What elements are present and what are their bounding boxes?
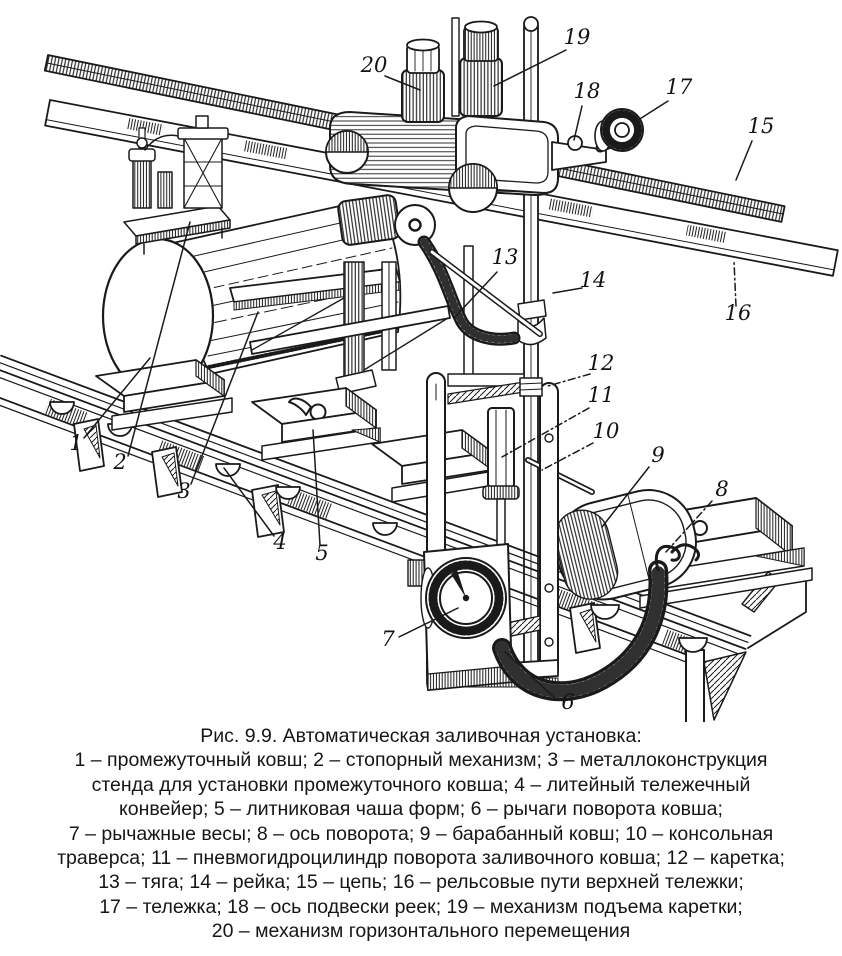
callout-number-3: 3 (177, 479, 190, 503)
callout-leader-7 (398, 607, 459, 638)
pivot-axis-hook (654, 543, 701, 572)
caption-line: траверса; 11 – пневмогидроцилиндр поворо… (57, 847, 785, 870)
callout-leader-13 (453, 271, 498, 319)
callout-leader-5 (312, 429, 321, 546)
callout-leader-15 (735, 140, 753, 181)
pulley-and-tie (337, 194, 543, 346)
callout-number-12: 12 (588, 351, 615, 375)
upper-trolley (325, 108, 644, 213)
caption-line: конвейер; 5 – литниковая чаша форм; 6 – … (119, 798, 723, 821)
trolley-wheel (594, 108, 644, 152)
callout-number-4: 4 (272, 530, 286, 554)
callout-number-10: 10 (593, 419, 620, 443)
callout-leader-2 (127, 221, 191, 457)
caption-title: Рис. 9.9. Автоматическая заливочная уста… (200, 725, 642, 747)
callout-leader-9 (601, 466, 650, 528)
figure-caption: Рис. 9.9. Автоматическая заливочная уста… (0, 724, 842, 944)
callout-leader-8 (665, 500, 713, 553)
callout-leader-20 (384, 75, 421, 91)
caption-line: 7 – рычажные весы; 8 – ось поворота; 9 –… (68, 822, 774, 845)
callout-number-17: 17 (666, 75, 693, 99)
callout-leader-17 (634, 100, 669, 123)
callout-leader-4 (223, 467, 275, 537)
callout-leader-3 (190, 311, 259, 485)
callout-number-5: 5 (315, 541, 328, 565)
callout-number-7: 7 (381, 627, 395, 651)
turning-levers (492, 543, 701, 702)
callout-number-1: 1 (69, 431, 82, 455)
stopper-mechanism (123, 115, 231, 255)
callout-leader-1 (83, 357, 151, 439)
callout-number-14: 14 (580, 268, 607, 292)
mold-box-left (95, 359, 233, 431)
callout-number-8: 8 (715, 477, 728, 501)
callout-number-6: 6 (561, 690, 574, 714)
caption-line: 20 – механизм горизонтального перемещени… (211, 920, 631, 943)
mold-box-center (251, 387, 381, 461)
conveyor-legs (73, 418, 807, 722)
callout-leader-18 (573, 105, 583, 141)
callout-leader-16 (733, 260, 737, 307)
callout-leader-14 (552, 287, 583, 294)
callout-leader-6 (504, 651, 558, 701)
caption-line: 13 – тяга; 14 – рейка; 15 – цепь; 16 – р… (98, 871, 744, 894)
cantilever-traverse (525, 457, 595, 495)
sprue-cup (288, 397, 327, 421)
caption-line: 17 – тележка; 18 – ось подвески реек; 19… (99, 895, 743, 918)
callout-number-2: 2 (112, 450, 126, 474)
callout-leader-10 (541, 442, 594, 471)
caption-line: стенда для установки промежуточного ковш… (91, 773, 751, 796)
callout-number-13: 13 (492, 245, 519, 269)
caption-line: 1 – промежуточный ковш; 2 – стопорный ме… (74, 749, 768, 772)
callout-leader-12 (547, 373, 591, 387)
callout-number-19: 19 (564, 25, 591, 49)
weighing-scale (407, 543, 513, 691)
callout-leader-11 (501, 407, 590, 458)
callout-number-18: 18 (574, 79, 601, 103)
conveyor-wheels (49, 401, 708, 653)
callout-number-20: 20 (360, 53, 388, 77)
callout-number-11: 11 (588, 383, 615, 407)
callout-number-9: 9 (651, 443, 664, 467)
horizontal-drive-motor (401, 38, 445, 123)
callout-leader-19 (493, 49, 567, 87)
carriage-lift-motor (451, 17, 503, 117)
callout-number-15: 15 (748, 114, 775, 138)
callout-number-16: 16 (725, 301, 752, 325)
